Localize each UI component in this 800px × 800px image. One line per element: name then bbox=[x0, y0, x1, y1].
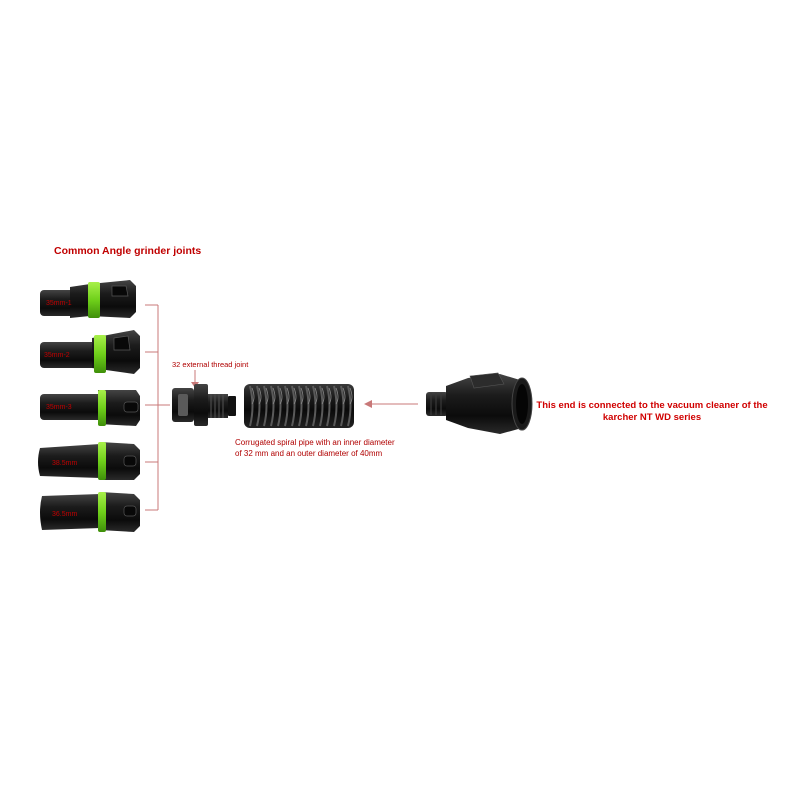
vacuum-caption-line1: This end is connected to the vacuum clea… bbox=[536, 400, 767, 411]
hose-rib bbox=[256, 385, 261, 427]
hose-rib-highlight bbox=[321, 387, 325, 405]
joint-label-5: 36.5mm bbox=[52, 511, 77, 518]
hose-rib bbox=[263, 385, 268, 427]
pipe-caption-line1: Corrugated spiral pipe with an inner dia… bbox=[235, 438, 395, 447]
joint-35mm-3 bbox=[40, 390, 140, 426]
hose-rib-highlight bbox=[328, 387, 332, 405]
joint-label-3: 35mm-3 bbox=[46, 404, 72, 411]
hose-rib-highlight bbox=[307, 387, 311, 405]
hose-rib-highlight bbox=[293, 387, 297, 405]
hose-rib bbox=[277, 385, 282, 427]
hose-rib-highlight bbox=[300, 387, 304, 405]
hose-rib-highlight bbox=[265, 387, 269, 405]
hose-rib bbox=[270, 385, 275, 427]
hose-rib-highlight bbox=[272, 387, 276, 405]
joint-label-1: 35mm-1 bbox=[46, 300, 72, 307]
hose-rib bbox=[291, 385, 296, 427]
thread-joint-label: 32 external thread joint bbox=[172, 360, 249, 369]
bracket bbox=[145, 304, 170, 511]
hose-rib bbox=[249, 385, 254, 427]
hose-rib bbox=[347, 385, 352, 427]
hose-rib bbox=[340, 385, 345, 427]
hose-rib-highlight bbox=[342, 387, 346, 405]
hose-rib-highlight bbox=[349, 387, 353, 405]
hose-rib-highlight bbox=[279, 387, 283, 405]
vacuum-adapter bbox=[426, 372, 533, 434]
hose-rib bbox=[305, 385, 310, 427]
hose-rib bbox=[298, 385, 303, 427]
hose-rib bbox=[326, 385, 331, 427]
connection-arrow bbox=[364, 400, 418, 408]
hose-rib-highlight bbox=[258, 387, 262, 405]
joint-label-4: 38.5mm bbox=[52, 460, 77, 467]
diagram-title: Common Angle grinder joints bbox=[54, 245, 202, 257]
hose-rib bbox=[319, 385, 324, 427]
pipe-caption-line2: of 32 mm and an outer diameter of 40mm bbox=[235, 449, 383, 458]
corrugated-hose bbox=[244, 384, 354, 428]
joint-35mm-1 bbox=[40, 280, 136, 318]
hose-rib bbox=[284, 385, 289, 427]
hose-rib-highlight bbox=[286, 387, 290, 405]
joint-label-2: 35mm-2 bbox=[44, 352, 70, 359]
hose-rib bbox=[312, 385, 317, 427]
joint-38-5mm bbox=[38, 442, 140, 480]
hose-rib bbox=[333, 385, 338, 427]
hose-rib-highlight bbox=[335, 387, 339, 405]
hose-rib-highlight bbox=[251, 387, 255, 405]
hose-rib-highlight bbox=[314, 387, 318, 405]
vacuum-caption-line2: karcher NT WD series bbox=[603, 412, 701, 423]
joint-35mm-2 bbox=[40, 330, 140, 374]
joint-36-5mm bbox=[40, 492, 140, 532]
thread-joint bbox=[172, 370, 236, 426]
